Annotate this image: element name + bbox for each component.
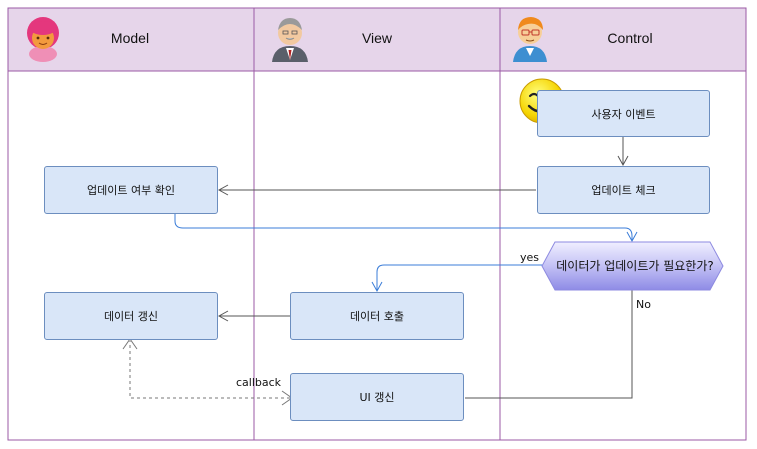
node-ui-update[interactable]: UI 갱신 xyxy=(290,373,464,421)
edge-label-callback: callback xyxy=(236,376,282,389)
decision-shape[interactable] xyxy=(541,241,724,291)
node-data-update[interactable]: 데이터 갱신 xyxy=(44,292,218,340)
edge-label-yes: yes xyxy=(520,251,540,264)
node-user-event-label: 사용자 이벤트 xyxy=(591,107,656,121)
header-band xyxy=(8,8,746,71)
man-glasses-avatar-icon xyxy=(513,17,547,62)
node-data-call-label: 데이터 호출 xyxy=(349,310,405,323)
node-ui-update-label: UI 갱신 xyxy=(359,391,395,404)
node-update-confirm[interactable]: 업데이트 여부 확인 xyxy=(44,166,218,214)
edge-decision-no xyxy=(465,290,633,399)
decision-label: 데이터가 업데이트가 필요한가? xyxy=(556,258,714,273)
node-update-confirm-label: 업데이트 여부 확인 xyxy=(87,184,175,197)
edge-confirm-to-decision xyxy=(174,214,638,243)
node-update-check-label: 업데이트 체크 xyxy=(591,184,656,197)
old-man-avatar-icon xyxy=(272,18,308,62)
lane-title-control: Control xyxy=(607,30,653,46)
edge-callback xyxy=(129,341,290,399)
edge-label-no: No xyxy=(636,298,651,311)
edge-decision-yes xyxy=(371,264,547,293)
diagram-border xyxy=(7,7,747,441)
node-update-check[interactable]: 업데이트 체크 xyxy=(537,166,710,214)
lane-title-model: Model xyxy=(110,30,150,46)
node-data-call[interactable]: 데이터 호출 xyxy=(290,292,464,340)
node-data-update-label: 데이터 갱신 xyxy=(103,310,159,323)
node-user-event[interactable]: 사용자 이벤트 xyxy=(537,90,710,137)
woman-avatar-icon xyxy=(27,17,59,62)
lane-title-view: View xyxy=(361,30,393,46)
